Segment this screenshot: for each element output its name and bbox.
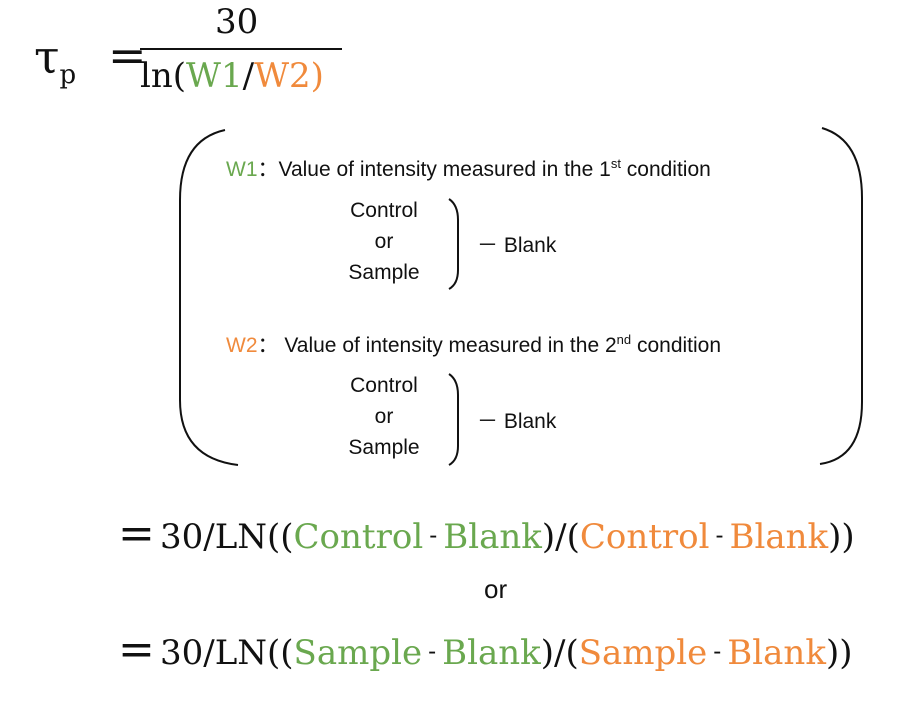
den-w1: W1 [186,56,243,96]
big-right-paren [819,127,863,465]
or-separator: or [484,574,508,604]
formula-numerator: 30 [215,2,259,42]
w2-label: W2 [226,334,258,357]
equation-line-1: = 30/LN((Control-Blank)/(Control-Blank)) [118,508,855,559]
equation-line-2: = 30/LN((Sample-Blank)/(Sample-Blank)) [118,624,853,675]
w1-definition: W1：Value of intensity measured in the 1s… [226,156,711,181]
w2-minus-blank: － Blank [477,410,557,433]
w2-definition: W2： Value of intensity measured in the 2… [226,332,722,357]
den-w2: W2 [254,56,311,96]
w1-label: W1 [226,158,258,181]
small-paren-2 [448,373,459,466]
formula-denominator: ln(W1/W2) [140,56,324,96]
w1-options: Control or Sample [348,199,420,284]
tau-subscript: p [59,60,77,90]
w1-minus-blank: － Blank [477,234,557,257]
formula-equals: = [108,28,147,82]
small-paren-1 [448,198,459,290]
tau-symbol: τp [34,30,77,90]
fraction-bar [140,48,342,50]
w2-options: Control or Sample [348,374,420,459]
big-left-paren [179,129,239,466]
